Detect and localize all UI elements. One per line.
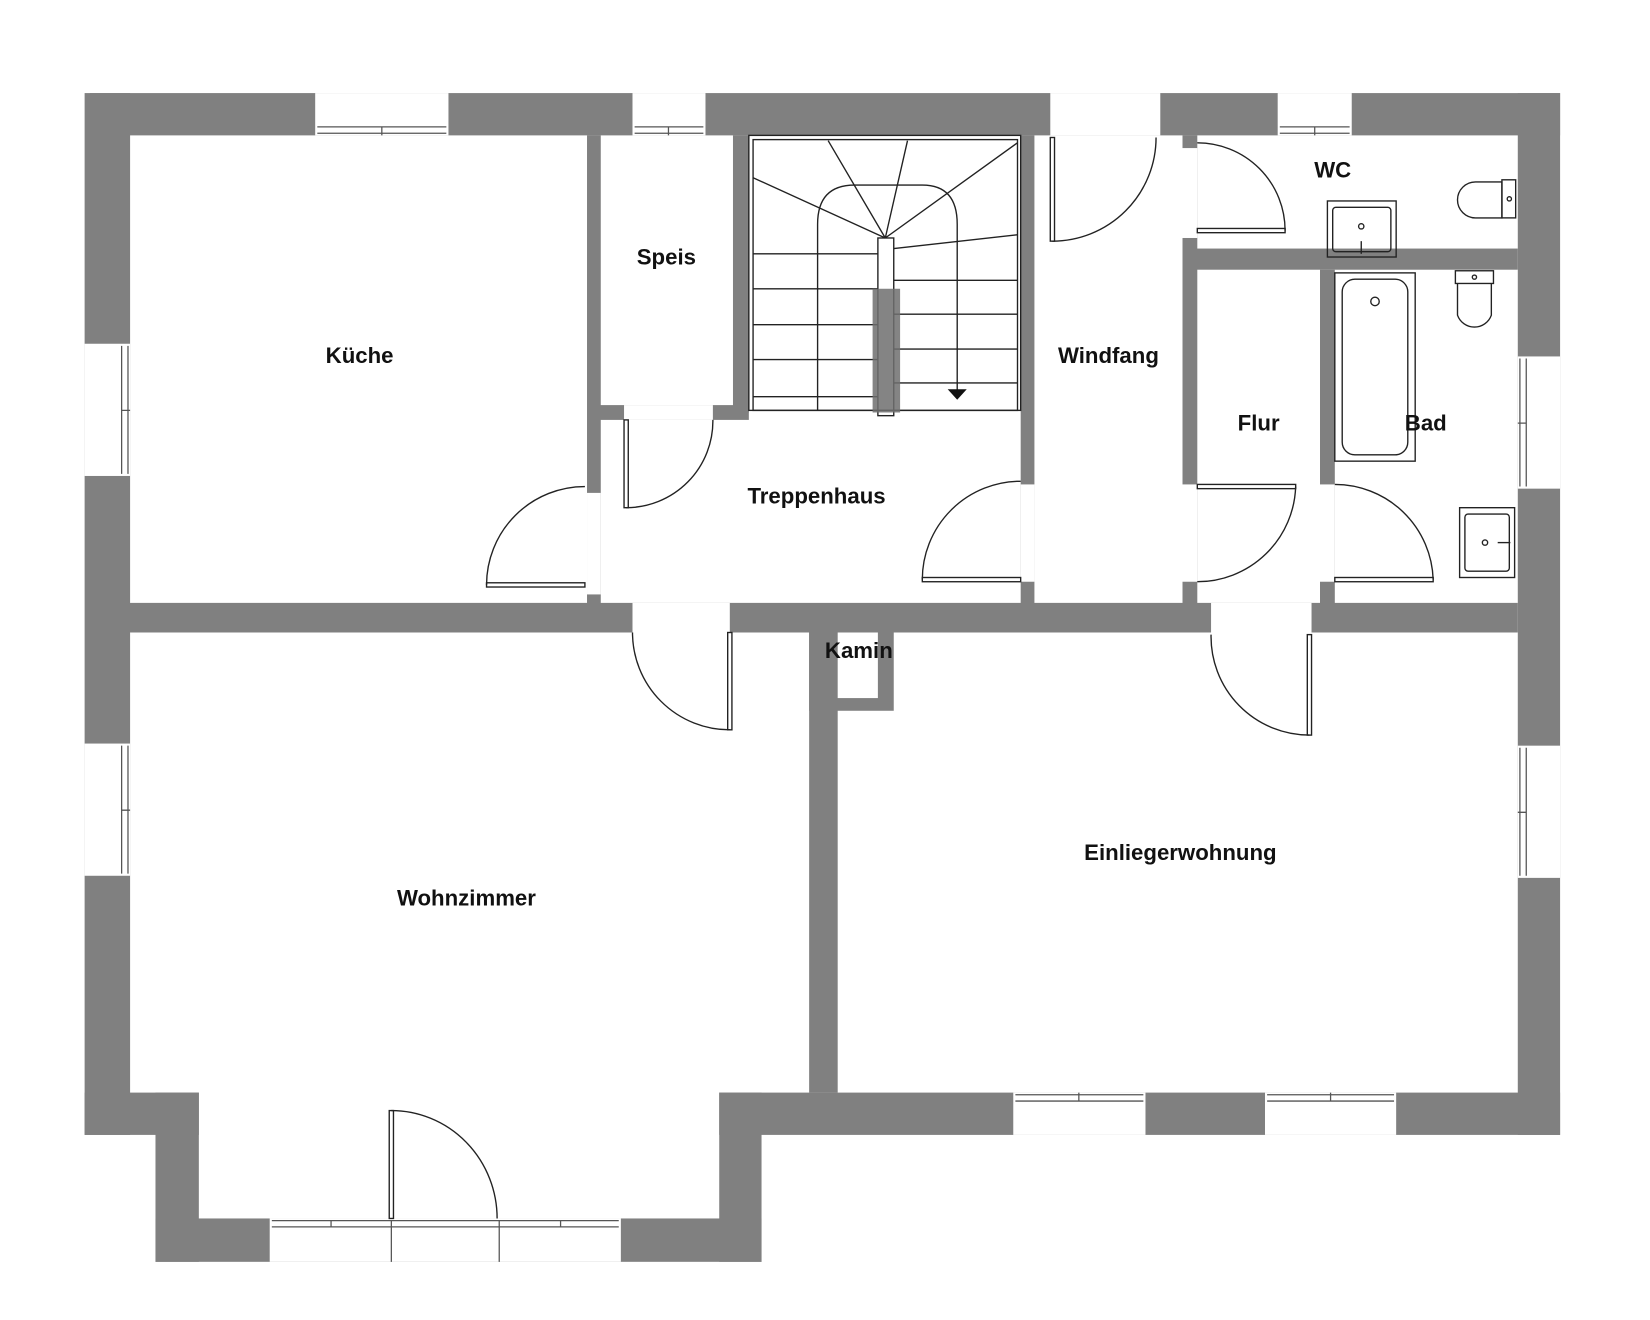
door-entrance	[1049, 136, 1157, 242]
door-terrace	[388, 1109, 498, 1220]
room-label-flur: Flur	[1238, 410, 1280, 435]
staircase	[748, 134, 1022, 417]
door-einliegerwohnung	[1210, 633, 1313, 736]
window-kueche-top	[315, 93, 449, 136]
window-bad-right	[1517, 356, 1561, 489]
door-wohnzimmer	[631, 631, 733, 731]
door-bad	[1334, 483, 1434, 583]
windows	[84, 93, 1561, 1262]
window-wohnzimmer-bay	[269, 1218, 621, 1262]
room-label-kamin: Kamin	[825, 638, 893, 663]
door-flur	[1196, 483, 1297, 583]
wc-toilet-icon	[1456, 179, 1517, 219]
window-wohnzimmer-left	[84, 743, 131, 876]
door-treppenhaus-windfang	[921, 480, 1022, 583]
room-label-wohnzimmer: Wohnzimmer	[397, 885, 536, 910]
bad-toilet-icon	[1454, 270, 1495, 328]
window-einlieger-bottom-2	[1265, 1092, 1397, 1135]
room-label-windfang: Windfang	[1058, 343, 1159, 368]
room-label-kueche: Küche	[326, 343, 394, 368]
room-label-wc: WC	[1314, 158, 1351, 183]
stair-arrow-icon	[947, 389, 967, 400]
stair-direction-line	[816, 184, 958, 411]
room-label-bad: Bad	[1405, 410, 1447, 435]
fixtures	[1326, 179, 1517, 579]
room-label-treppenhaus: Treppenhaus	[747, 483, 885, 508]
window-kueche-left	[84, 343, 131, 476]
bad-sink-icon	[1458, 507, 1516, 579]
window-wc-top	[1277, 93, 1352, 136]
stair-core	[872, 288, 901, 413]
window-einlieger-right	[1517, 745, 1561, 878]
room-labels: Küche Speis Treppenhaus Windfang WC Flur…	[326, 158, 1447, 911]
door-openings	[587, 93, 1335, 633]
door-speis	[623, 419, 714, 509]
window-einlieger-bottom-1	[1013, 1092, 1146, 1135]
bathtub-icon	[1334, 272, 1416, 462]
window-speis-top	[632, 93, 706, 136]
door-kueche	[485, 485, 586, 588]
room-label-speis: Speis	[637, 244, 696, 269]
room-label-einliegerwohnung: Einliegerwohnung	[1084, 840, 1276, 865]
doors	[388, 136, 1434, 1220]
wc-sink-icon	[1326, 200, 1397, 258]
door-wc	[1196, 142, 1286, 234]
